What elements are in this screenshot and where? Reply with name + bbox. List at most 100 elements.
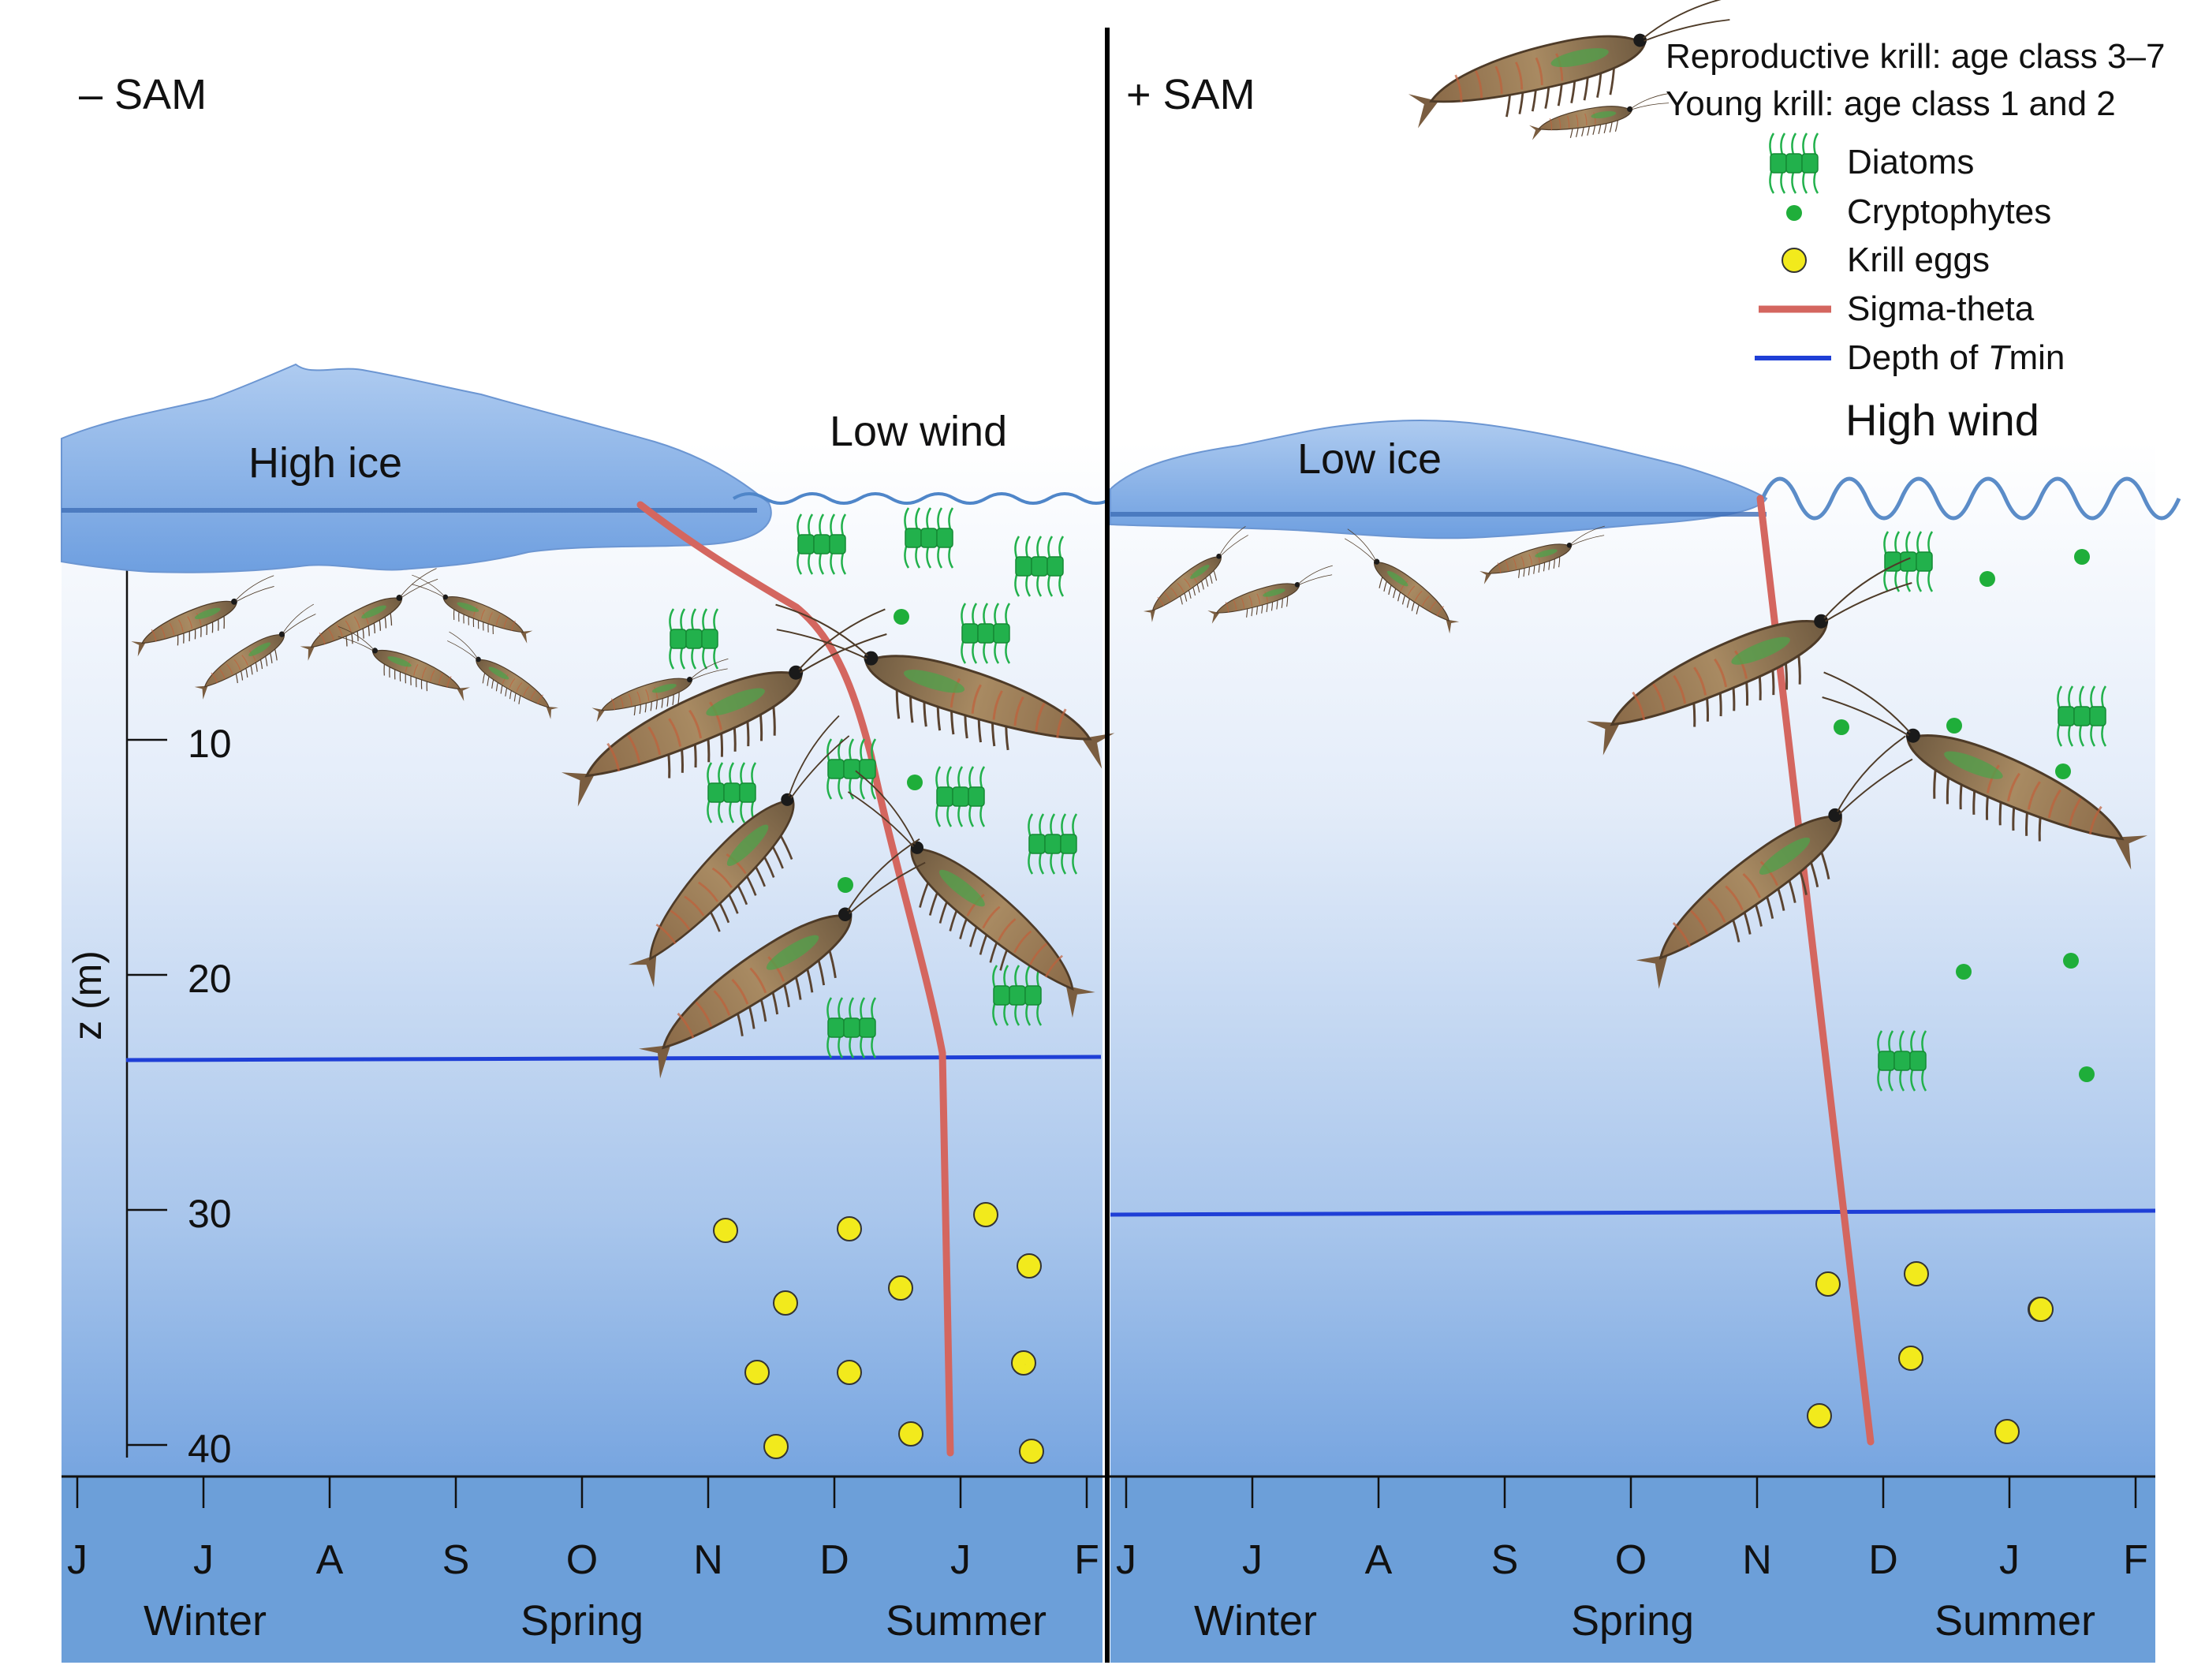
legend: Reproductive krill: age class 3–7 Young … (1408, 0, 2165, 377)
cryptophyte (1979, 571, 1995, 587)
cryptophyte (2074, 549, 2090, 565)
legend-reproductive-krill: Reproductive krill: age class 3–7 (1666, 37, 2165, 76)
time-bar-right (1110, 1475, 2155, 1663)
season-label-winter-right: Winter (1194, 1597, 1317, 1645)
season-label-summer-left: Summer (886, 1597, 1047, 1645)
diatom (1883, 531, 1934, 592)
month-label: O (1615, 1537, 1647, 1583)
reproductive-krill (1822, 671, 2148, 870)
legend-diatom-icon (1769, 133, 1819, 194)
season-label-spring-left: Spring (520, 1597, 644, 1645)
cryptophyte (2055, 763, 2071, 779)
krill-egg (1017, 1253, 1042, 1279)
low-ice-label: Low ice (1297, 435, 1442, 483)
krill-egg (837, 1360, 862, 1385)
month-label: F (2123, 1537, 2148, 1583)
month-label: J (1242, 1537, 1263, 1583)
month-label: D (1868, 1537, 1898, 1583)
krill-egg (1807, 1403, 1832, 1428)
reproductive-krill (638, 838, 926, 1079)
young-krill (1479, 525, 1605, 584)
low-wind-waves (732, 492, 1165, 505)
young-krill (1207, 565, 1333, 624)
cryptophyte (2079, 1066, 2095, 1082)
tmin-line-left (125, 1055, 1102, 1062)
krill-egg (713, 1218, 738, 1243)
krill-egg (837, 1216, 862, 1241)
krill-egg (1904, 1261, 1929, 1286)
diatom (1877, 1030, 1927, 1092)
month-label: J (67, 1537, 88, 1583)
month-label: N (693, 1537, 723, 1583)
depth-tick-label-30: 30 (188, 1192, 232, 1236)
diatom (707, 762, 757, 823)
cryptophyte (1956, 964, 1972, 980)
legend-symbols (1408, 0, 1831, 360)
diatom (2057, 685, 2107, 747)
month-label: F (1074, 1537, 1099, 1583)
krill-egg (2028, 1297, 2054, 1322)
month-label: S (1491, 1537, 1519, 1583)
krill-egg (888, 1275, 913, 1301)
reproductive-krill (1586, 557, 1912, 756)
legend-krill-eggs: Krill eggs (1847, 241, 1990, 279)
high-ice-label: High ice (248, 439, 402, 487)
depth-tick-label-40: 40 (188, 1427, 232, 1471)
water-right (1110, 442, 2155, 1475)
young-krill (1143, 525, 1248, 622)
krill-egg (744, 1360, 770, 1385)
legend-cryptophytes: Cryptophytes (1847, 192, 2051, 231)
month-label: A (1365, 1537, 1393, 1583)
legend-young-krill-icon (1529, 92, 1671, 140)
low-wind-label: Low wind (830, 408, 1007, 455)
low-ice-floe (1110, 419, 1768, 539)
cryptophyte (907, 775, 923, 790)
month-label: J (950, 1537, 971, 1583)
reproductive-krill (561, 608, 887, 807)
month-label: N (1742, 1537, 1772, 1583)
high-wind-waves (1760, 476, 2181, 521)
axis-ticks (76, 738, 2137, 1508)
krill-egg (898, 1421, 923, 1447)
legend-diatoms: Diatoms (1847, 143, 1974, 181)
sigma-theta-left (636, 501, 954, 1457)
diatom (669, 608, 719, 670)
young-krill (411, 574, 533, 644)
legend-krill-egg-icon (1782, 248, 1807, 273)
diatom (904, 507, 954, 569)
young-krill (591, 658, 729, 722)
month-label: J (1999, 1537, 2020, 1583)
diatom (961, 603, 1011, 664)
month-labels-left: J J A S O N D J F (67, 1537, 1099, 1583)
legend-depth-tmin-prefix: Depth of (1847, 338, 1988, 377)
depth-tick-label-10: 10 (188, 722, 232, 766)
young-krill (338, 626, 471, 701)
young-krill (447, 631, 558, 719)
cryptophyte (1834, 719, 1849, 735)
high-ice-floe (61, 363, 772, 573)
reproductive-krill (775, 603, 1115, 769)
month-label: D (819, 1537, 849, 1583)
young-krill (1345, 528, 1460, 634)
diatom (1028, 813, 1078, 875)
young-krill (131, 575, 274, 657)
diatom (935, 766, 986, 827)
month-label: S (442, 1537, 470, 1583)
reproductive-krill (847, 770, 1095, 1018)
legend-depth-tmin-suffix: min (2009, 338, 2065, 377)
diatom (1014, 536, 1065, 597)
diatom (797, 513, 847, 575)
legend-young-krill: Young krill: age class 1 and 2 (1666, 84, 2116, 123)
krill-egg (763, 1434, 789, 1459)
depth-tick-label-20: 20 (188, 957, 232, 1001)
legend-reproductive-krill-icon (1408, 0, 1733, 129)
reproductive-krill (628, 715, 850, 987)
krill-egg (773, 1290, 798, 1316)
reproductive-krill (1636, 735, 1913, 989)
tmin-line-right (1110, 1208, 2156, 1217)
krill-egg (1815, 1271, 1841, 1297)
organisms (669, 507, 2107, 1464)
diatom (826, 738, 877, 800)
month-labels-right: J J A S O N D J F (1116, 1537, 2148, 1583)
